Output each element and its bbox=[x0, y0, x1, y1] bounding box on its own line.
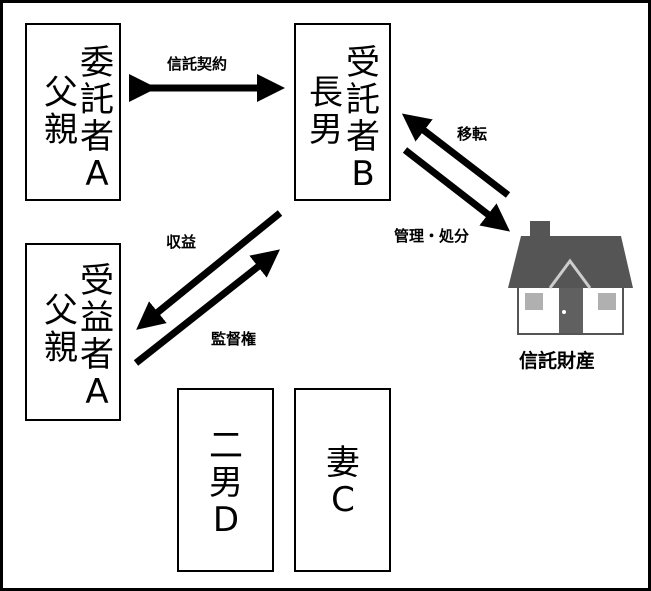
vertical-char: 男 bbox=[309, 110, 343, 150]
vertical-char: 者 bbox=[80, 335, 114, 375]
vertical-char: C bbox=[331, 480, 355, 520]
profit-label: 収益 bbox=[166, 233, 197, 251]
vertical-char: 受 bbox=[346, 43, 380, 83]
supervision-label: 監督権 bbox=[211, 330, 257, 348]
trust-property-label: 信託財産 bbox=[519, 350, 596, 372]
vertical-char: A bbox=[85, 154, 109, 194]
vertical-char: B bbox=[351, 154, 375, 194]
arrows-layer bbox=[129, 74, 633, 366]
vertical-char: 男 bbox=[209, 463, 243, 503]
trust-contract-label: 信託契約 bbox=[167, 55, 228, 73]
vertical-char: 二 bbox=[209, 426, 243, 466]
profit-arrow bbox=[136, 210, 283, 330]
vertical-char: 委 bbox=[80, 43, 114, 83]
house-icon bbox=[508, 221, 633, 335]
vertical-char: 託 bbox=[80, 80, 114, 120]
vertical-char: 長 bbox=[309, 73, 343, 113]
management-label: 管理・処分 bbox=[394, 227, 470, 245]
vertical-char: 父 bbox=[44, 73, 78, 113]
vertical-char: 父 bbox=[44, 291, 78, 331]
vertical-char: 妻 bbox=[326, 443, 360, 483]
vertical-char: 親 bbox=[44, 110, 78, 150]
trustee-name: 長男 bbox=[306, 75, 346, 149]
vertical-char: 者 bbox=[80, 117, 114, 157]
vertical-char: D bbox=[212, 500, 240, 540]
settlor-name: 父親 bbox=[41, 75, 81, 149]
vertical-char: A bbox=[85, 372, 109, 412]
vertical-char: 者 bbox=[346, 117, 380, 157]
vertical-char: 受 bbox=[80, 261, 114, 301]
vertical-char: 親 bbox=[44, 328, 78, 368]
management-arrow bbox=[402, 147, 511, 232]
vertical-char: 益 bbox=[80, 298, 114, 338]
beneficiary-name: 父親 bbox=[41, 293, 81, 367]
transfer-label: 移転 bbox=[457, 125, 488, 143]
supervision-arrow bbox=[133, 249, 280, 366]
vertical-char: 託 bbox=[346, 80, 380, 120]
transfer-arrow bbox=[401, 113, 511, 198]
